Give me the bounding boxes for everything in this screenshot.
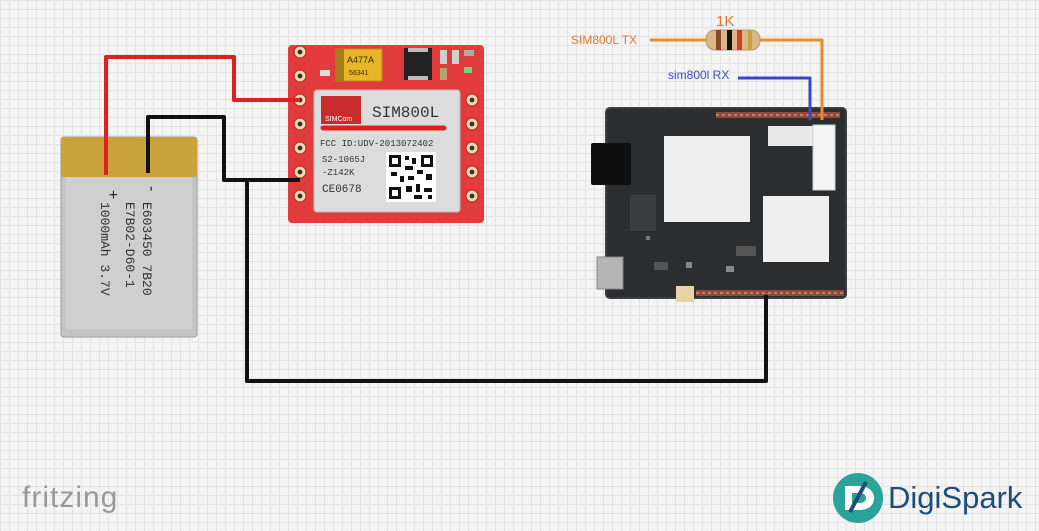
module-pin-header <box>293 45 479 203</box>
fritzing-logo: fritzing <box>22 481 119 514</box>
digispark-logo-text: DigiSpark <box>888 480 1023 515</box>
sim800l-ce-mark: CE0678 <box>322 184 362 196</box>
bottom-pin-header <box>696 290 844 296</box>
power-jack <box>591 143 631 185</box>
qr-code-icon <box>386 152 436 202</box>
battery-label-line3: 1000mAh 3.7V <box>97 202 112 296</box>
sim800l-tx-label: SIM800L TX <box>571 33 638 47</box>
tantalum-capacitor: A477A 56341 <box>335 48 383 82</box>
battery-minus-sign: - <box>143 186 160 191</box>
battery-positive-wire <box>104 55 300 175</box>
sim800l-fcc-id: FCC ID:UDV-2013072402 <box>320 139 433 149</box>
battery-label-line2: E7B02-D60-1 <box>122 202 137 288</box>
ground-wire <box>224 178 768 383</box>
top-pin-header <box>716 112 840 118</box>
secondary-chip <box>763 196 829 262</box>
sim800l-chip: SIMCom SIM800L FCC ID:UDV-2013072402 S2-… <box>313 89 461 213</box>
battery-plus-sign: + <box>104 190 121 199</box>
sim800l-title: SIM800L <box>372 104 439 122</box>
tx-wire <box>760 38 824 120</box>
simcom-logo-text: SIMCom <box>325 116 352 123</box>
capacitor-code-2: 56341 <box>349 70 369 77</box>
resistor-value-label: 1K <box>716 13 735 30</box>
rx-wire <box>738 76 812 120</box>
sim800l-rx-label: sim800l RX <box>668 68 730 82</box>
module-smd-parts <box>320 48 474 80</box>
main-chip <box>664 136 750 222</box>
sim800l-module: A477A 56341 SIMCom SIM800L FCC ID:UDV-20… <box>288 45 484 223</box>
sim800l-code-2: -Z142K <box>322 168 355 178</box>
battery-label-line1: E603450 7B20 <box>139 202 154 296</box>
sim800l-code-1: S2-1065J <box>322 155 365 165</box>
resistor-1k <box>705 29 761 51</box>
capacitor-code-1: A477A <box>347 55 374 65</box>
digispark-logo-icon <box>833 473 883 523</box>
usb-port <box>596 256 624 290</box>
simcom-logo <box>321 96 361 124</box>
battery-negative-wire <box>146 115 300 182</box>
lipo-battery: + - E603450 7B20 E7B02-D60-1 1000mAh 3.7… <box>60 136 198 338</box>
controller-board <box>591 107 847 302</box>
